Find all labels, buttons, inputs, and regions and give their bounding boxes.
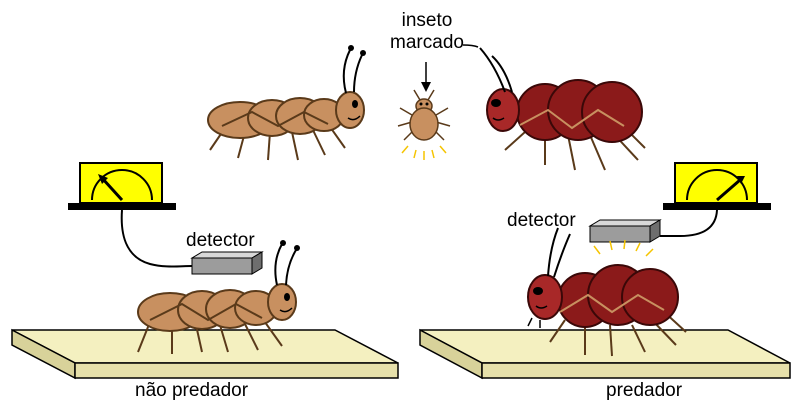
left-meter [68,163,176,210]
top-predator-insect [480,48,645,170]
marked-insect-arrow [421,62,431,92]
right-detector-box [590,220,660,242]
right-meter [663,163,771,210]
marked-insect-label-line1: inseto [380,10,474,32]
left-meter-cable [122,210,192,267]
right-platform [420,330,790,378]
predator-caption: predador [606,381,682,400]
right-meter-cable [660,210,717,236]
marked-insect-label-line2: marcado [380,32,474,54]
non-predator-caption: não predador [135,381,248,400]
marked-insect [398,90,450,160]
detector-label-left: detector [186,231,255,250]
left-detector-box [192,252,262,274]
top-herbivore-insect [208,45,366,160]
left-platform [12,330,398,378]
marked-insect-label: inseto marcado [380,10,474,54]
detector-label-right: detector [507,211,576,230]
